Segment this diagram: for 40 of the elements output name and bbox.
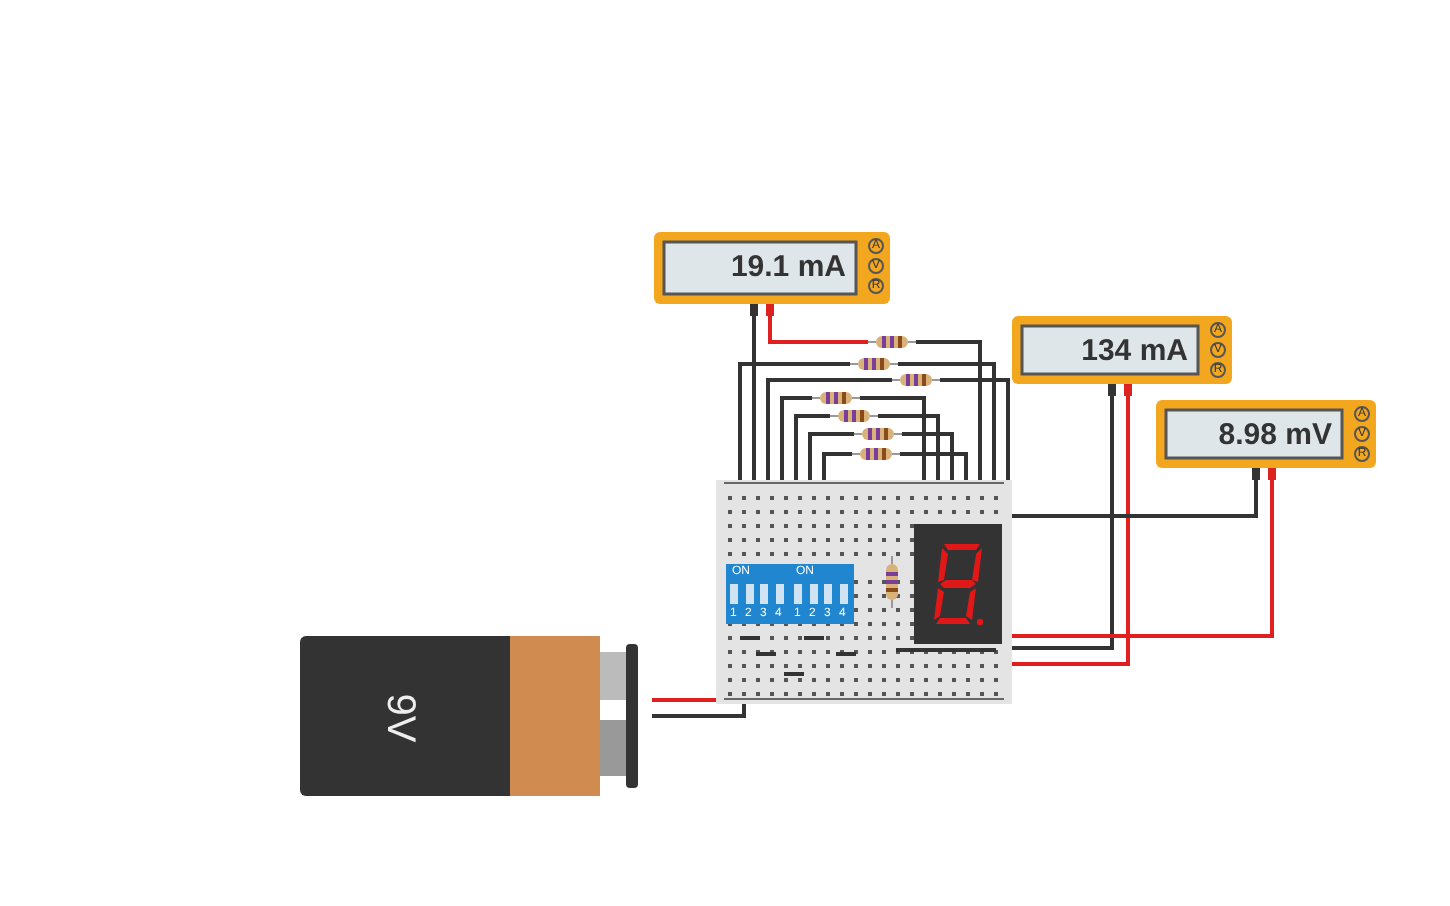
dip-switch [726, 564, 790, 624]
wire [766, 378, 892, 480]
wire [898, 362, 996, 480]
wire [780, 396, 812, 480]
wire [752, 316, 756, 480]
wire [1012, 396, 1114, 650]
wire [738, 362, 850, 480]
wire [1012, 396, 1130, 666]
resistor [830, 408, 878, 424]
voltage-label: 9V [378, 693, 423, 743]
multimeter [654, 232, 890, 316]
dip-switch [790, 564, 854, 624]
wire [940, 378, 1010, 480]
meter-reading: 8.98 mV [1218, 418, 1332, 454]
multimeter [1156, 400, 1376, 480]
resistor [850, 356, 898, 372]
wire [822, 452, 852, 480]
breadboard [716, 480, 1012, 704]
resistor [852, 446, 900, 462]
resistor [812, 390, 860, 406]
meter-reading: 134 mA [1081, 334, 1188, 370]
wire [652, 698, 716, 702]
wire [768, 316, 868, 344]
wire [878, 414, 940, 480]
wire [652, 704, 746, 718]
wire [916, 340, 982, 480]
wire [900, 452, 968, 480]
wire [794, 414, 830, 480]
wire [902, 432, 954, 480]
meter-reading: 19.1 mA [730, 250, 846, 286]
wire [1012, 480, 1258, 518]
wire [808, 432, 854, 480]
resistor [884, 556, 900, 608]
resistor [892, 372, 940, 388]
wire [1012, 480, 1274, 638]
resistor [854, 426, 902, 442]
seven-segment-display [914, 524, 1002, 644]
multimeter [1012, 316, 1232, 396]
resistor [868, 334, 916, 350]
wire [860, 396, 926, 480]
